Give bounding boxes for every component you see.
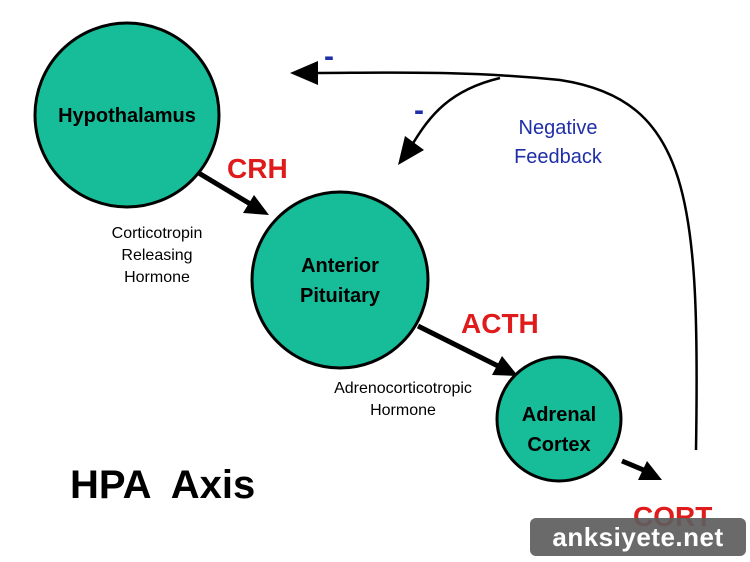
acth-arrowhead (492, 356, 518, 376)
crh-full-line1: Corticotropin (112, 225, 203, 242)
feedback-minus-top: - (324, 40, 334, 73)
anterior-pituitary-node: Anterior Pituitary (250, 190, 430, 370)
adrenal-label-line1: Adrenal (522, 404, 596, 426)
feedback-minus-mid: - (414, 94, 424, 127)
feedback-arrow-to-hypothalamus (314, 71, 698, 451)
adrenal-label-line2: Cortex (527, 434, 590, 456)
adrenal-cortex-node: Adrenal Cortex (495, 355, 623, 483)
feedback-arrowhead-hypothalamus (290, 61, 318, 85)
acth-full-line1: Adrenocorticotropic (334, 380, 472, 397)
crh-label: CRH (227, 153, 288, 184)
crh-arrow (195, 169, 254, 208)
feedback-arrow-to-pituitary (410, 76, 501, 146)
crh-arrowhead (243, 195, 269, 215)
crh-full-line2: Releasing (121, 247, 192, 264)
acth-arrow (416, 323, 502, 370)
feedback-arrowhead-pituitary (398, 136, 424, 165)
watermark: anksiyete.net (530, 518, 746, 556)
diagram-title: HPA Axis (70, 463, 255, 507)
cort-arrowhead (638, 461, 662, 480)
feedback-label-line2: Feedback (514, 146, 603, 168)
cort-arrow (621, 458, 647, 474)
crh-full-line3: Hormone (124, 269, 190, 286)
hypothalamus-node: Hypothalamus (33, 21, 221, 209)
acth-label: ACTH (461, 308, 539, 339)
hypothalamus-label: Hypothalamus (58, 105, 196, 127)
feedback-label-line1: Negative (519, 117, 598, 139)
acth-full-line2: Hormone (370, 402, 436, 419)
pituitary-label-line1: Anterior (301, 255, 379, 277)
pituitary-label-line2: Pituitary (300, 285, 381, 307)
